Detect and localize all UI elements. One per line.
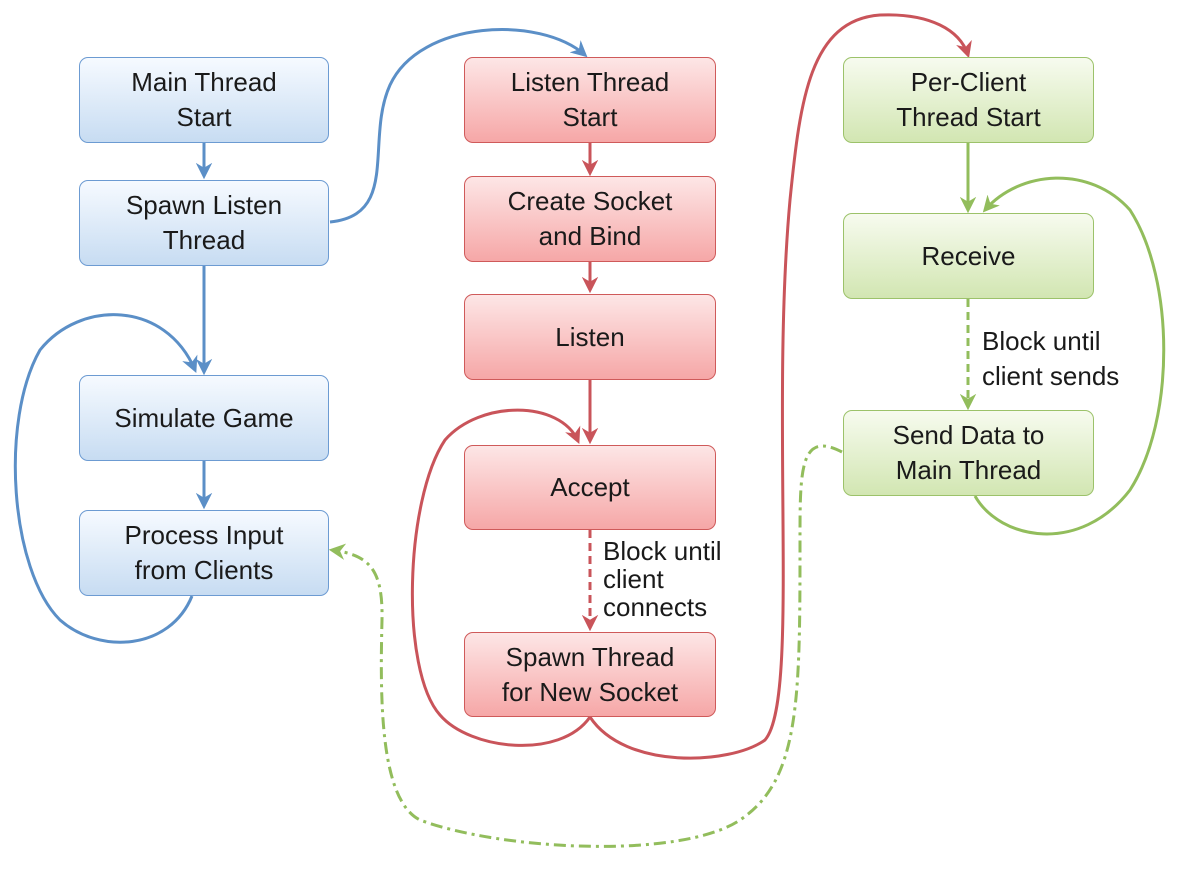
arrow-process-loop-to-simulate: [13, 313, 198, 644]
spawn-thread-box: Spawn Thread for New Socket: [464, 632, 716, 717]
arrow-send-to-process-input: [328, 444, 843, 848]
arrow-send-loop-to-receive: [973, 176, 1166, 536]
per-client-thread-start-label: Per-Client Thread Start: [896, 67, 1041, 132]
process-input-label: Process Input from Clients: [124, 520, 284, 585]
simulate-game-label: Simulate Game: [114, 402, 294, 433]
listen-thread-start-box: Listen Thread Start: [464, 57, 716, 143]
spawn-listen-thread-box: Spawn Listen Thread: [79, 180, 329, 266]
send-data-label: Send Data to Main Thread: [892, 420, 1045, 485]
block-until-sends-note: Block until client sends: [982, 326, 1120, 391]
main-thread-start-box: Main Thread Start: [79, 57, 329, 143]
send-data-box: Send Data to Main Thread: [843, 410, 1094, 496]
main-thread-start-label: Main Thread Start: [131, 67, 277, 132]
spawn-listen-thread-label: Spawn Listen Thread: [125, 190, 283, 255]
accept-box: Accept: [464, 445, 716, 530]
listen-thread-start-label: Listen Thread Start: [510, 67, 670, 132]
listen-label: Listen: [555, 321, 625, 352]
process-input-box: Process Input from Clients: [79, 510, 329, 596]
arrow-spawn-to-listen-start: [329, 28, 588, 224]
simulate-game-box: Simulate Game: [79, 375, 329, 461]
accept-label: Accept: [550, 472, 630, 502]
block-until-connects-note: Block until client connects: [603, 536, 722, 622]
spawn-thread-label: Spawn Thread for New Socket: [501, 641, 679, 707]
listen-box: Listen: [464, 294, 716, 380]
create-socket-box: Create Socket and Bind: [464, 176, 716, 262]
receive-label: Receive: [921, 240, 1016, 271]
create-socket-label: Create Socket and Bind: [507, 186, 673, 251]
receive-box: Receive: [843, 213, 1094, 299]
arrow-spawn-loop-to-accept: [410, 408, 592, 747]
per-client-thread-start-box: Per-Client Thread Start: [843, 57, 1094, 143]
arrow-spawn-to-client-start: [588, 13, 972, 760]
